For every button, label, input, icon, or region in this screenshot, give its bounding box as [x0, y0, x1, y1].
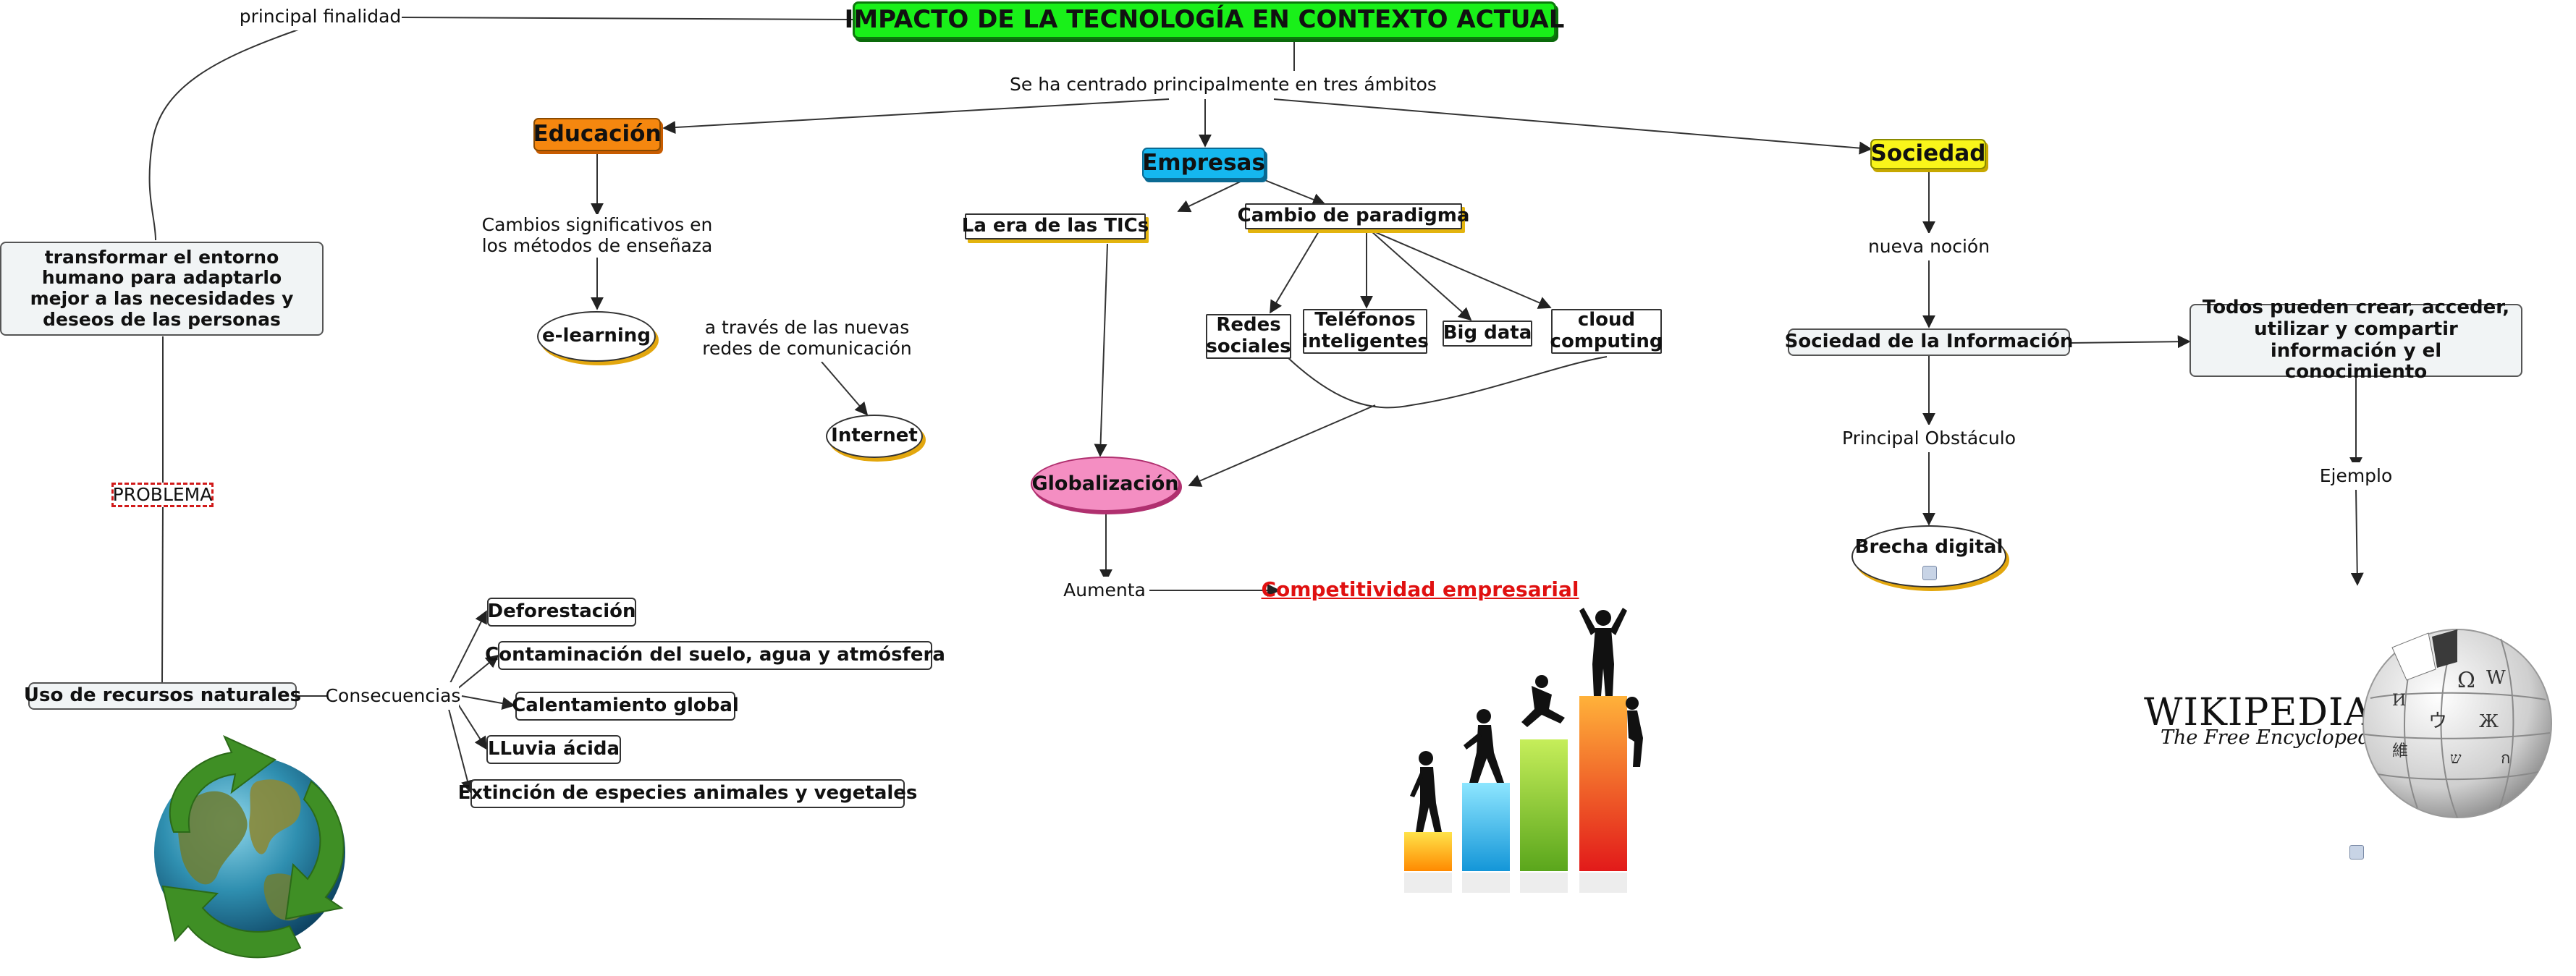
edge-cons-lluvia [457, 703, 487, 750]
label-nueva-nocion: nueva noción [1864, 233, 1994, 260]
svg-text:W: W [2486, 667, 2506, 689]
edge-ejemplo-wiki [2350, 488, 2364, 586]
node-todos-pueden[interactable]: Todos pueden crear, acceder, utilizar y … [2189, 297, 2522, 383]
node-big-data[interactable]: Big data [1443, 321, 1532, 347]
node-uso-recursos[interactable]: Uso de recursos naturales [24, 682, 301, 710]
svg-text:ก: ก [2501, 750, 2510, 768]
node-internet[interactable]: Internet [826, 415, 923, 458]
label-tres-ambitos: Se ha centrado principalmente en tres ám… [992, 71, 1455, 98]
edge-finalidad-transformar [148, 28, 301, 241]
node-extincion[interactable]: Extinción de especies animales y vegetal… [458, 779, 917, 808]
node-deforestacion[interactable]: Deforestación [487, 598, 636, 627]
edge-problema-uso [161, 506, 164, 683]
svg-text:Ж: Ж [2479, 711, 2499, 731]
edge-empresas-era [1177, 179, 1246, 213]
svg-text:ウ: ウ [2428, 710, 2447, 732]
edge-atraves-internet [821, 361, 869, 416]
node-problema[interactable]: PROBLEMA [111, 483, 214, 507]
edge-cambio-redes [1270, 231, 1319, 314]
wikipedia-tagline: The Free Encyclopedia [2161, 726, 2389, 749]
title-node[interactable]: IMPACTO DE LA TECNOLOGÍA EN CONTEXTO ACT… [845, 1, 1564, 39]
edge-title-finalidad [401, 17, 853, 20]
link-competitividad[interactable]: Competitividad empresarial [1262, 576, 1579, 603]
edge-cambio-cloud [1373, 231, 1552, 309]
node-sociedad[interactable]: Sociedad [1870, 139, 1986, 169]
node-era-tics[interactable]: La era de las TICs [962, 213, 1149, 239]
label-consecuencias: Consecuencias [326, 682, 460, 710]
edge-cons-calen [461, 695, 515, 710]
label-a-traves: a través de las nuevas redes de comunica… [698, 315, 916, 362]
label-aumenta: Aumenta [1060, 577, 1149, 604]
edge-era-glob [1094, 243, 1108, 457]
svg-text:維: 維 [2392, 742, 2408, 760]
label-cambios-significativos: Cambios significativos en los métodos de… [467, 214, 727, 258]
node-redes-sociales[interactable]: Redes sociales [1206, 314, 1291, 359]
competitividad-bars-image [1404, 608, 1643, 893]
edge-cons-conta [457, 654, 499, 689]
svg-text:И: И [2392, 692, 2406, 710]
attachment-icon[interactable] [1922, 566, 1937, 580]
node-sociedad-informacion[interactable]: Sociedad de la Información [1785, 328, 2073, 356]
svg-text:Ω: Ω [2457, 668, 2475, 693]
node-contaminacion[interactable]: Contaminación del suelo, agua y atmósfer… [485, 641, 945, 670]
edge-glob-link [1188, 404, 1376, 487]
label-principal-finalidad: principal finalidad [239, 3, 402, 30]
node-elearning[interactable]: e-learning [537, 311, 656, 362]
label-ejemplo: Ejemplo [2309, 462, 2403, 490]
node-calentamiento[interactable]: Calentamiento global [512, 692, 739, 721]
svg-text:ש: ש [2450, 750, 2462, 768]
node-empresas[interactable]: Empresas [1142, 148, 1265, 179]
edge-empresas-cambio [1262, 179, 1326, 206]
edge-ambitos-educacion [662, 98, 1170, 135]
node-lluvia[interactable]: LLuvia ácida [486, 735, 621, 764]
node-educacion[interactable]: Educación [533, 118, 662, 151]
wikipedia-wordmark: WIKIPEDIA [2144, 691, 2373, 734]
edge-cons-defo [448, 610, 487, 687]
edge-ambitos-sociedad [1273, 98, 1872, 155]
edge-cambio-bigdata [1371, 231, 1472, 321]
recycle-globe-image [154, 734, 345, 959]
edge-socinfo-todos [2069, 335, 2191, 349]
node-globalizacion[interactable]: Globalización [1031, 457, 1180, 512]
label-principal-obstaculo: Principal Obstáculo [1838, 425, 2019, 452]
node-telefonos[interactable]: Teléfonos inteligentes [1301, 309, 1429, 354]
edge-cons-extin [448, 708, 474, 794]
edge-redes-glob [1288, 356, 1608, 409]
attachment-icon-wiki[interactable] [2349, 845, 2364, 860]
node-cloud[interactable]: cloud computing [1550, 309, 1663, 354]
node-cambio-paradigma[interactable]: Cambio de paradigma [1238, 203, 1469, 229]
node-transformar[interactable]: transformar el entorno humano para adapt… [0, 242, 324, 336]
